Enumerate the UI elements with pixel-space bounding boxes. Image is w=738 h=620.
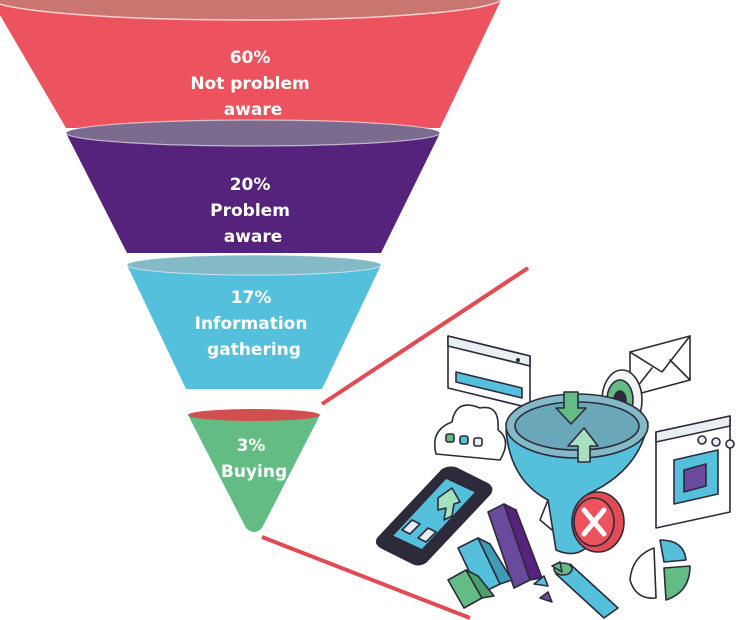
cancel-icon — [571, 491, 625, 553]
stage-2-label-line2: aware — [224, 227, 283, 247]
stage-3-label-line1: Information — [195, 314, 308, 334]
svg-text:3% Buying: 3% Buying — [221, 436, 287, 482]
stage-2-label-line1: Problem — [210, 201, 290, 221]
browser-window-icon — [447, 335, 531, 409]
stage-4-label-line1: Buying — [221, 462, 287, 482]
funnel-stage-not-problem-aware: 60% Not problem aware — [0, 0, 502, 128]
cylinder-shape — [553, 562, 619, 619]
pie-chart-icon — [629, 539, 691, 601]
funnel-stage-problem-aware: 20% Problem aware — [65, 119, 441, 253]
svg-text:17% Information: 17% Information gathering — [195, 288, 314, 360]
funnel-stage-1-rim — [0, 0, 501, 20]
smartphone-icon — [375, 466, 493, 566]
stage-4-percent: 3% — [237, 436, 266, 456]
funnel: 60% Not problem aware 20% Problem aware … — [0, 0, 502, 532]
connector-line-bottom — [261, 535, 471, 620]
funnel-stage-3-rim-highlight — [126, 254, 382, 276]
svg-text:20% Problem aw: 20% Problem aware — [210, 175, 296, 247]
funnel-stage-1-body — [0, 0, 502, 128]
decorative-shards — [533, 561, 563, 603]
funnel-stage-1-rim-highlight — [0, 0, 502, 21]
stage-1-label-line2: aware — [224, 100, 283, 120]
bar-chart-icon — [447, 503, 543, 609]
stage-1-percent: 60% — [230, 48, 271, 68]
svg-text:60% Not problem: 60% Not problem aware — [190, 48, 315, 120]
stage-1-label-line1: Not problem — [190, 74, 309, 94]
funnel-stage-2-body — [66, 133, 440, 253]
stage-2-percent: 20% — [230, 175, 271, 195]
media-window-icon — [655, 415, 735, 529]
funnel-icon — [505, 391, 649, 555]
cloud-icon — [433, 404, 507, 461]
funnel-stage-2-rim-highlight — [65, 119, 441, 147]
funnel-stage-buying: 3% Buying — [188, 409, 320, 532]
funnel-stage-2-rim — [66, 120, 440, 146]
marketing-illustration — [375, 335, 735, 619]
funnel-stage-4-body — [188, 415, 320, 532]
envelope-icon — [629, 335, 691, 397]
funnel-stage-4-rim — [188, 409, 320, 421]
funnel-stage-3-rim — [127, 255, 381, 275]
funnel-stage-3-body — [127, 265, 381, 389]
stage-3-percent: 17% — [231, 288, 272, 308]
stage-3-label-line2: gathering — [207, 340, 301, 360]
funnel-stage-information-gathering: 17% Information gathering — [126, 254, 382, 389]
connector-line-top — [320, 266, 530, 406]
